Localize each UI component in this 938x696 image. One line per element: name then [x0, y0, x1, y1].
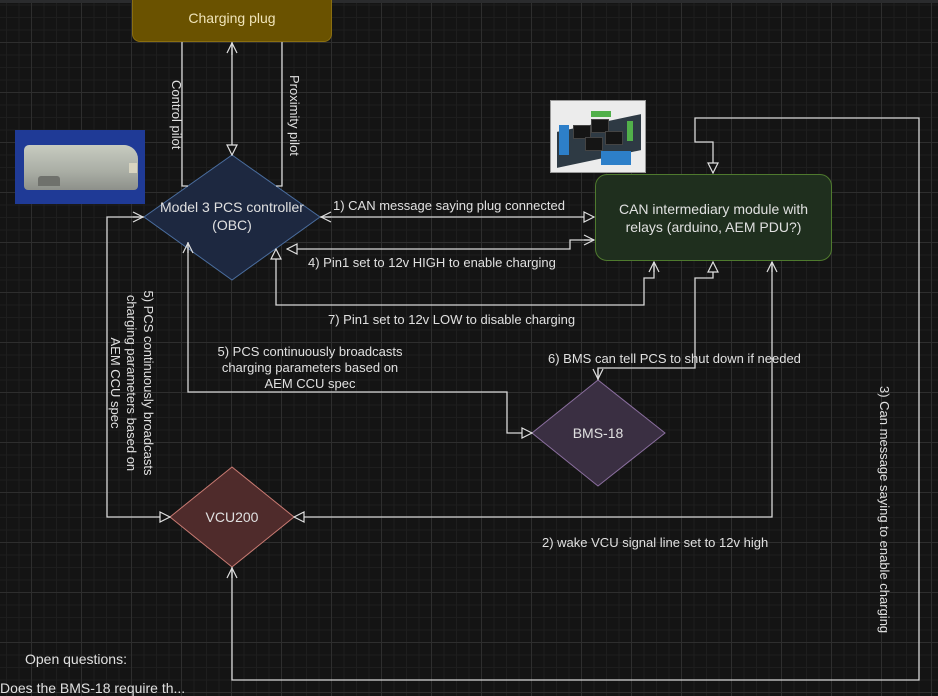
step5-bms-label-line1: 5) PCS continuously broadcasts: [217, 344, 403, 359]
step5-bms-label: 5) PCS continuously broadcasts charging …: [205, 344, 415, 392]
relay-terminal: [627, 121, 633, 141]
edge-step4[interactable]: [287, 239, 594, 249]
step5-vcu-label-line3: AEM CCU spec: [108, 337, 123, 429]
relay-component: [573, 125, 591, 139]
edge-control-pilot[interactable]: [181, 42, 188, 187]
step3-label: 3) Can message saying to enable charging: [877, 386, 892, 634]
step2-label: 2) wake VCU signal line set to 12v high: [542, 535, 769, 550]
relay-shield-image: [550, 100, 646, 173]
relay-component: [605, 131, 623, 145]
open-questions-line: Does the BMS-18 require th...: [0, 680, 186, 696]
can-module-node[interactable]: CAN intermediary module with relays (ard…: [595, 174, 832, 261]
step7-label: 7) Pin1 set to 12v LOW to disable chargi…: [328, 312, 576, 327]
relay-connector: [601, 151, 631, 165]
step5-vcu-label: 5) PCS continuously broadcasts charging …: [107, 283, 156, 483]
pcs-controller-label-line2: (OBC): [212, 217, 252, 233]
edge-step7[interactable]: [276, 249, 655, 306]
bms-label: BMS-18: [572, 425, 624, 441]
pcs-unit-dent: [38, 176, 60, 186]
canvas-top-bar: [0, 0, 938, 3]
edge-proximity-pilot[interactable]: [276, 42, 283, 187]
vcu-text: VCU200: [176, 507, 288, 527]
edge-step5-bms[interactable]: [187, 242, 532, 433]
step1-label: 1) CAN message saying plug connected: [333, 198, 565, 213]
control-pilot-label: Control pilot: [169, 80, 184, 150]
step5-bms-label-line2: charging parameters based on: [221, 360, 399, 375]
can-module-label-line2: relays (arduino, AEM PDU?): [625, 218, 802, 235]
pcs-unit-tag: [129, 163, 137, 173]
can-module-label-line1: CAN intermediary module with: [618, 200, 809, 217]
step6-label: 6) BMS can tell PCS to shut down if need…: [548, 351, 801, 366]
charging-plug-label: Charging plug: [188, 9, 276, 26]
edge-step3[interactable]: [231, 117, 920, 681]
proximity-pilot-label: Proximity pilot: [287, 75, 302, 156]
relay-terminal: [591, 111, 611, 117]
relay-component: [585, 137, 603, 151]
bms-node[interactable]: [531, 379, 666, 487]
step5-vcu-label-line1: 5) PCS continuously broadcasts: [141, 290, 156, 476]
relay-connector: [559, 125, 569, 155]
step4-label: 4) Pin1 set to 12v HIGH to enable chargi…: [308, 255, 556, 270]
relay-component: [591, 119, 609, 133]
pcs-controller-text: Model 3 PCS controller (OBC): [144, 196, 320, 236]
edge-step5-vcu[interactable]: [106, 216, 170, 517]
pcs-unit-image: [15, 130, 145, 204]
bms-text: BMS-18: [540, 423, 656, 443]
open-questions-heading: Open questions:: [25, 651, 127, 667]
vcu-label: VCU200: [205, 509, 259, 525]
edge-step2[interactable]: [294, 262, 773, 517]
step5-bms-label-line3: AEM CCU spec: [264, 376, 356, 391]
pcs-controller-label-line1: Model 3 PCS controller: [160, 199, 304, 215]
charging-plug-node[interactable]: Charging plug: [132, 0, 332, 42]
step5-vcu-label-line2: charging parameters based on: [124, 294, 140, 472]
